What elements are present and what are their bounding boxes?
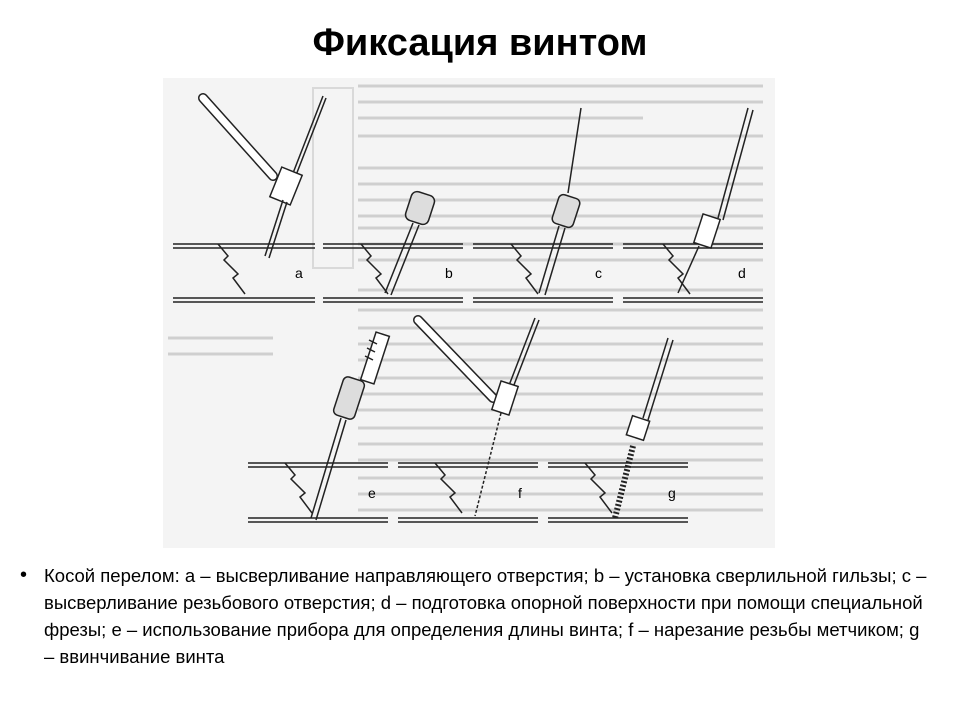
panel-label-g: g: [668, 485, 676, 501]
panel-labels: a b c d e f g: [295, 265, 746, 501]
scan-background: [163, 78, 775, 548]
surgical-illustration: a b c d e f g: [163, 78, 775, 548]
drill-guide-instrument: [198, 93, 327, 259]
faint-side-box: [312, 87, 354, 269]
depth-gauge-instrument: [310, 331, 391, 521]
panel-label-f: f: [518, 485, 522, 501]
threaded-drill-instrument: [538, 107, 582, 296]
bullet-icon: •: [20, 564, 28, 586]
panel-label-e: e: [368, 485, 376, 501]
drill-sleeve-instrument: [384, 190, 436, 296]
caption-text: Косой перелом: а – высверливание направл…: [44, 565, 927, 667]
panel-label-c: c: [595, 265, 602, 281]
slide-title: Фиксация винтом: [312, 22, 648, 64]
screw-instrument: [612, 337, 674, 519]
panel-label-b: b: [445, 265, 453, 281]
bone-row-top: [173, 243, 763, 303]
caption-list: • Косой перелом: а – высверливание напра…: [20, 562, 930, 670]
panel-label-d: d: [738, 265, 746, 281]
bone-row-bottom: [248, 462, 688, 523]
tap-instrument: [413, 315, 540, 517]
panel-label-a: a: [295, 265, 303, 281]
countersink-instrument: [677, 107, 754, 294]
